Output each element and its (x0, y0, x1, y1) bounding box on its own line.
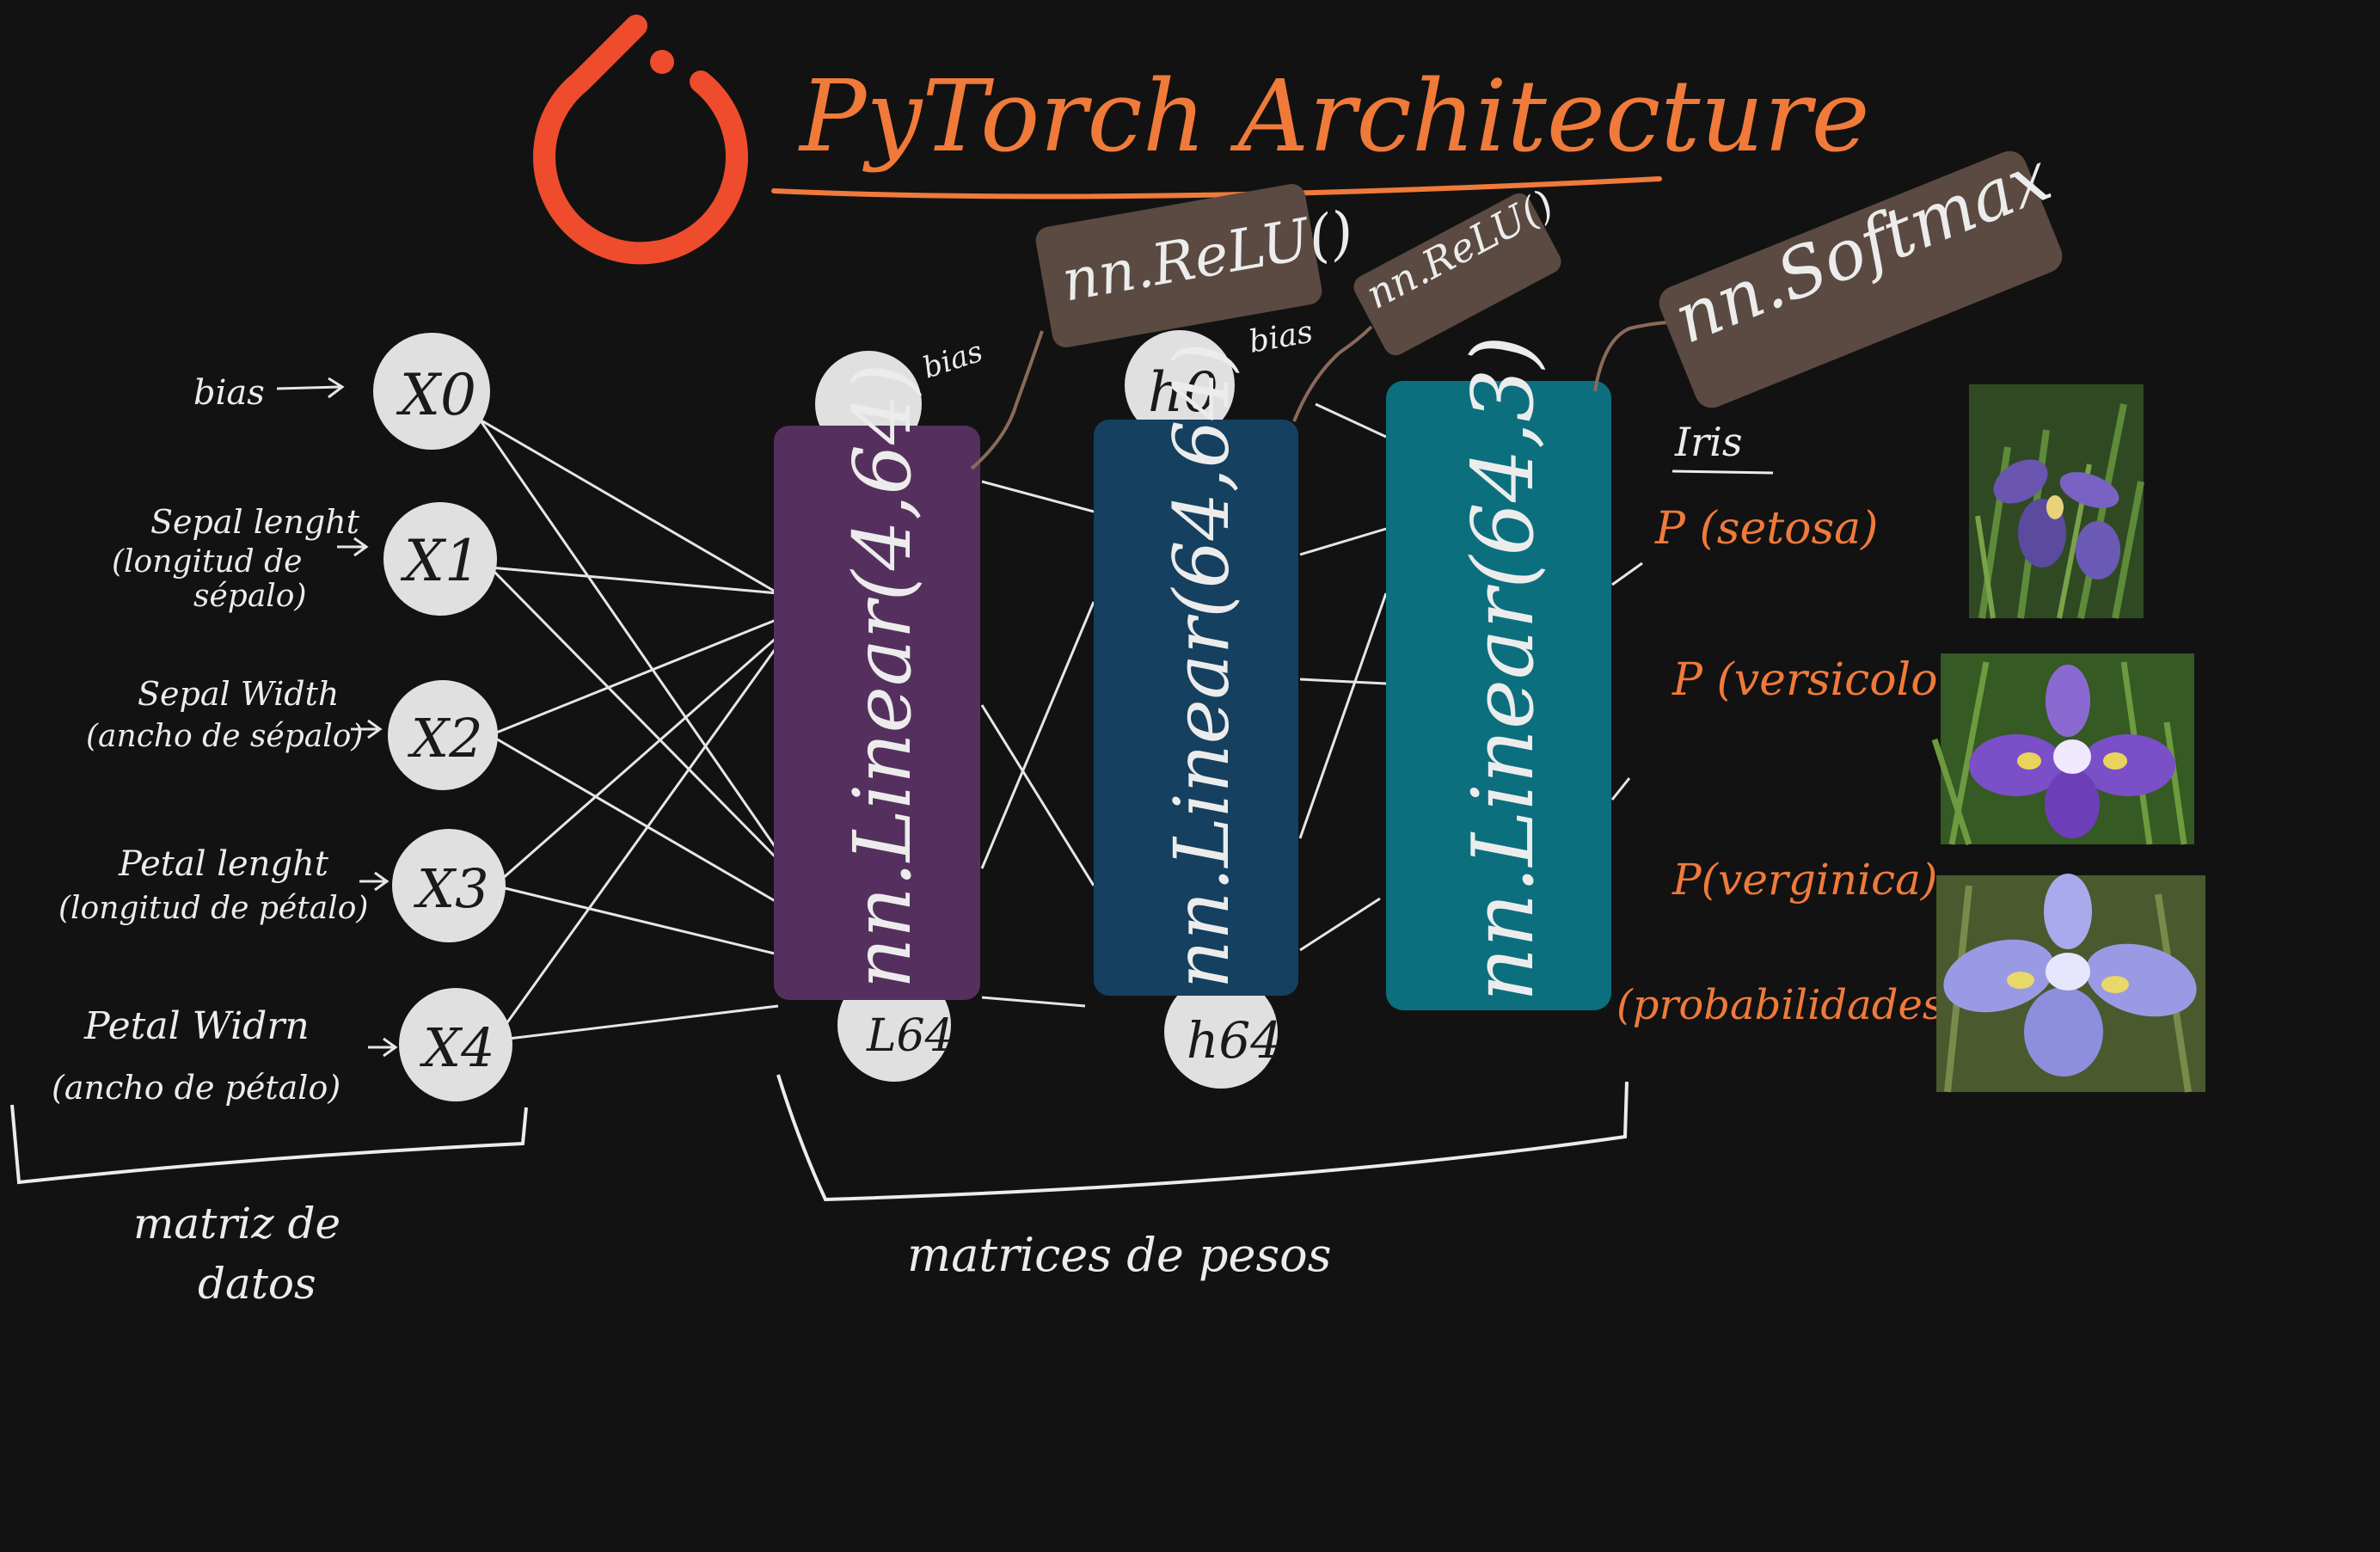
input-connections (478, 418, 780, 1042)
input-label-x4-line1: Petal Widrn (83, 1004, 310, 1048)
title-underline (771, 176, 1662, 199)
input-label-x3-line2: (longitud de pétalo) (58, 891, 368, 926)
output-class-virginica: P(verginica) (1672, 855, 1937, 905)
iris-setosa-photo (1969, 384, 2144, 619)
iris-virginica-photo (1936, 874, 2205, 1093)
layer-linear-64-64: nn.Linear(64,64) (1094, 342, 1298, 996)
layer-linear-4-64-label: nn.Linear(4,64) (837, 364, 929, 989)
layer-linear-64-3-label: nn.Linear(64,3) (1455, 335, 1553, 1002)
input-label-x1-line3: sépalo) (193, 579, 307, 614)
hidden-node-h0 (1125, 330, 1235, 440)
relu-tag-1: nn.ReLU() (970, 184, 1359, 470)
bias-label-layer2: bias (1246, 315, 1315, 360)
input-label-x1-line1: Sepal lenght (150, 503, 360, 541)
iris-versicolor-photo (1931, 653, 2194, 846)
weights-label: matrices de pesos (907, 1228, 1331, 1282)
hidden-node-l1-bottom-label: L64 (866, 1010, 954, 1062)
hidden-node-h0-label: h0 (1148, 361, 1218, 425)
input-node-x0 (373, 333, 490, 450)
input-label-x3-line1: Petal lenght (118, 844, 329, 884)
input-label-x4-line2: (ancho de pétalo) (52, 1069, 340, 1107)
input-node-x4 (399, 988, 512, 1101)
input-node-x3-label: X3 (414, 857, 489, 920)
data-matrix-label-line2: datos (198, 1259, 316, 1309)
input-node-x0-label: X0 (396, 362, 476, 428)
input-node-x1-label: X1 (400, 528, 481, 594)
input-node-x1 (383, 502, 497, 616)
input-node-x2 (388, 680, 498, 790)
pytorch-logo (533, 15, 748, 265)
input-label-x2-line1: Sepal Width (138, 675, 339, 713)
input-labels: bias Sepal lenght (longitud de sépalo) S… (52, 373, 398, 1107)
input-node-x3 (392, 829, 506, 942)
hidden-nodes: L64 h0 h64 (815, 330, 1282, 1089)
input-node-x4-label: X4 (420, 1016, 495, 1079)
layer-linear-64-3: nn.Linear(64,3) (1386, 335, 1611, 1010)
output-probabilities-note: (probabilidades) (1616, 981, 1960, 1029)
output-section: Iris P (setosa) P (versicolor) P(vergini… (1616, 419, 1977, 1029)
page-title: PyTorch Architecture (798, 59, 1870, 175)
input-label-bias: bias (193, 373, 265, 413)
bias-label-layer1: bias (918, 334, 986, 386)
input-node-x2-label: X2 (408, 707, 483, 770)
output-class-versicolor: P (versicolor) (1672, 654, 1977, 706)
hidden-node-h64-label: h64 (1187, 1011, 1282, 1070)
output-heading: Iris (1674, 419, 1742, 465)
input-label-x2-line2: (ancho de sépalo) (86, 719, 363, 754)
hidden-node-h64 (1164, 975, 1278, 1089)
output-class-setosa: P (setosa) (1654, 503, 1878, 555)
input-label-x1-line2: (longitud de (112, 544, 302, 580)
hidden-connections (980, 402, 1643, 1008)
softmax-tag: nn.Softmax (1593, 136, 2063, 408)
layer-linear-4-64: nn.Linear(4,64) (774, 364, 980, 1000)
data-matrix-label-line1: matriz de (133, 1199, 340, 1248)
data-matrix-bracket: matriz de datos (10, 1104, 528, 1309)
weights-bracket: matrices de pesos (776, 1074, 1629, 1282)
input-nodes: X0 X1 X2 X3 X4 (373, 333, 512, 1101)
layer-linear-64-64-label: nn.Linear(64,64) (1157, 342, 1246, 989)
